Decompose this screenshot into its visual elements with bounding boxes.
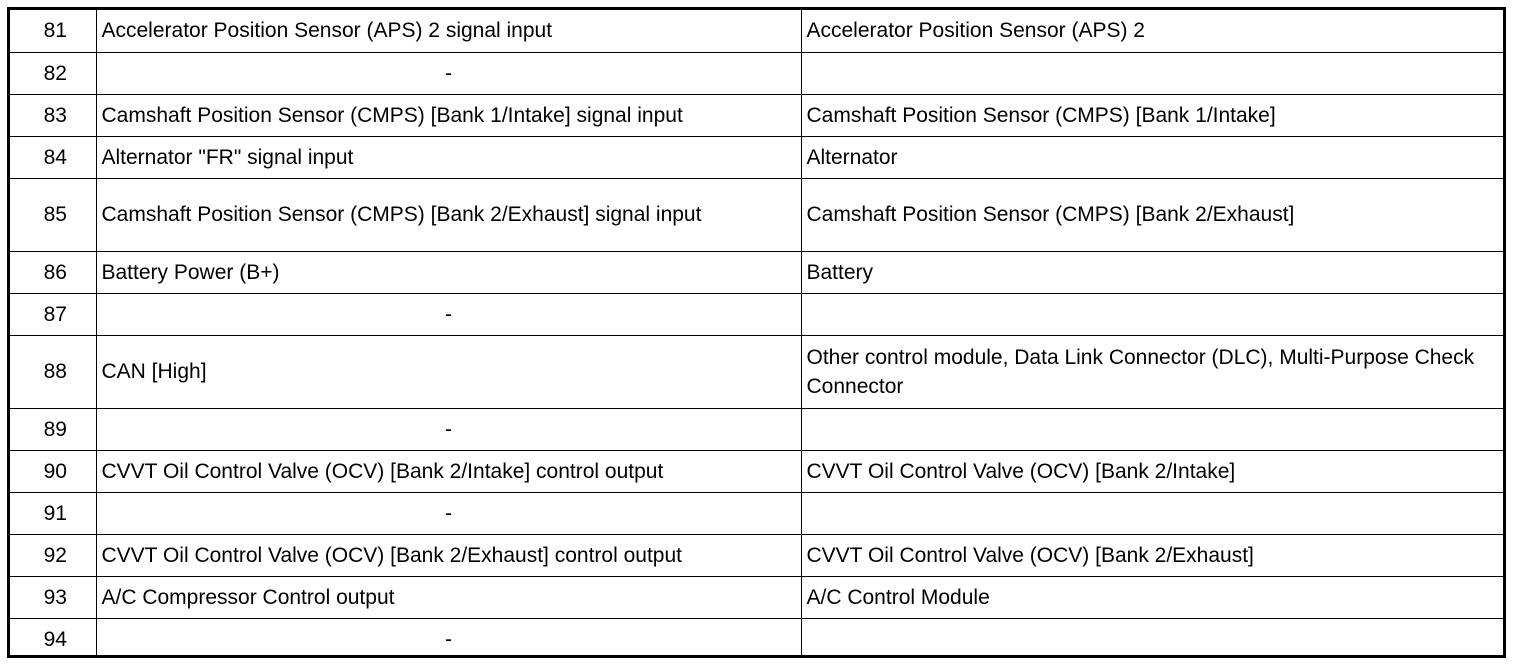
table-row: 91 - xyxy=(10,491,1503,535)
connected-to-cell: Camshaft Position Sensor (CMPS) [Bank 2/… xyxy=(800,177,1503,252)
table-row: 90 CVVT Oil Control Valve (OCV) [Bank 2/… xyxy=(10,449,1503,493)
pin-number-cell: 94 xyxy=(10,617,97,655)
connected-to-cell xyxy=(800,617,1503,655)
connected-to-cell: CVVT Oil Control Valve (OCV) [Bank 2/Exh… xyxy=(800,533,1503,577)
description-cell: Alternator "FR" signal input xyxy=(95,135,802,179)
connected-to-cell: CVVT Oil Control Valve (OCV) [Bank 2/Int… xyxy=(800,449,1503,493)
table-row: 87 - xyxy=(10,292,1503,336)
pin-number-cell: 81 xyxy=(10,10,97,53)
description-cell: - xyxy=(95,51,802,95)
table-row: 81 Accelerator Position Sensor (APS) 2 s… xyxy=(10,10,1503,53)
table-row: 88 CAN [High] Other control module, Data… xyxy=(10,334,1503,409)
description-cell: CVVT Oil Control Valve (OCV) [Bank 2/Int… xyxy=(95,449,802,493)
connected-to-cell xyxy=(800,491,1503,535)
table-row: 86 Battery Power (B+) Battery xyxy=(10,250,1503,294)
pin-table: 81 Accelerator Position Sensor (APS) 2 s… xyxy=(10,10,1503,655)
pin-number-cell: 89 xyxy=(10,407,97,451)
table-row: 92 CVVT Oil Control Valve (OCV) [Bank 2/… xyxy=(10,533,1503,577)
connected-to-cell: Other control module, Data Link Connecto… xyxy=(800,334,1503,409)
connected-to-cell: Camshaft Position Sensor (CMPS) [Bank 1/… xyxy=(800,93,1503,137)
pin-number-cell: 92 xyxy=(10,533,97,577)
table-row: 84 Alternator "FR" signal input Alternat… xyxy=(10,135,1503,179)
connected-to-cell xyxy=(800,51,1503,95)
connected-to-cell: Alternator xyxy=(800,135,1503,179)
table-row: 83 Camshaft Position Sensor (CMPS) [Bank… xyxy=(10,93,1503,137)
pin-number-cell: 83 xyxy=(10,93,97,137)
description-cell: - xyxy=(95,617,802,655)
description-cell: CAN [High] xyxy=(95,334,802,409)
connected-to-cell xyxy=(800,407,1503,451)
table-row: 93 A/C Compressor Control output A/C Con… xyxy=(10,575,1503,619)
connected-to-cell: Accelerator Position Sensor (APS) 2 xyxy=(800,10,1503,53)
pin-table-frame: 81 Accelerator Position Sensor (APS) 2 s… xyxy=(7,7,1506,658)
connected-to-cell: Battery xyxy=(800,250,1503,294)
description-cell: Camshaft Position Sensor (CMPS) [Bank 2/… xyxy=(95,177,802,252)
description-cell: - xyxy=(95,407,802,451)
pin-number-cell: 88 xyxy=(10,334,97,409)
pin-number-cell: 93 xyxy=(10,575,97,619)
description-cell: - xyxy=(95,491,802,535)
description-cell: - xyxy=(95,292,802,336)
pin-number-cell: 86 xyxy=(10,250,97,294)
description-cell: Battery Power (B+) xyxy=(95,250,802,294)
description-cell: Camshaft Position Sensor (CMPS) [Bank 1/… xyxy=(95,93,802,137)
table-row: 82 - xyxy=(10,51,1503,95)
pin-number-cell: 90 xyxy=(10,449,97,493)
pin-number-cell: 84 xyxy=(10,135,97,179)
pin-number-cell: 91 xyxy=(10,491,97,535)
description-cell: CVVT Oil Control Valve (OCV) [Bank 2/Exh… xyxy=(95,533,802,577)
connected-to-cell: A/C Control Module xyxy=(800,575,1503,619)
table-row: 94 - xyxy=(10,617,1503,655)
connected-to-cell xyxy=(800,292,1503,336)
pin-number-cell: 82 xyxy=(10,51,97,95)
pin-number-cell: 85 xyxy=(10,177,97,252)
description-cell: A/C Compressor Control output xyxy=(95,575,802,619)
table-row: 89 - xyxy=(10,407,1503,451)
description-cell: Accelerator Position Sensor (APS) 2 sign… xyxy=(95,10,802,53)
table-row: 85 Camshaft Position Sensor (CMPS) [Bank… xyxy=(10,177,1503,252)
pin-number-cell: 87 xyxy=(10,292,97,336)
